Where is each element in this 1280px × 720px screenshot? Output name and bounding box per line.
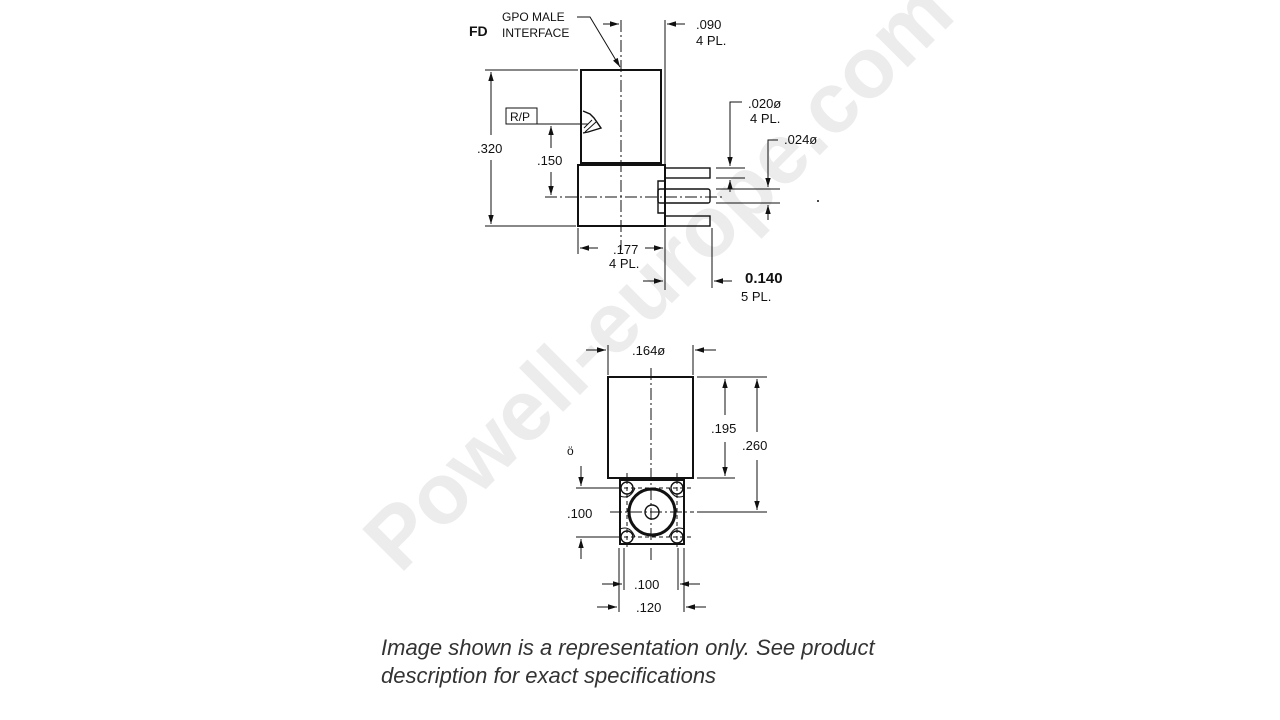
bottom-view: .164ø .195 .260 ö .100 .100 .120 [567, 343, 767, 615]
dim-pin-length: 0.140 [745, 270, 783, 287]
dim-pin-diameter: .020ø [748, 96, 781, 111]
disclaimer-caption: Image shown is a representation only. Se… [381, 634, 941, 690]
dim-top-width-qty: 4 PL. [696, 33, 726, 48]
dim-flange-width: .120 [636, 600, 661, 615]
dim-top-width: .090 [696, 17, 721, 32]
pin-top [664, 167, 711, 179]
watermark: Powell-europe.com [346, 0, 971, 588]
pin-bottom [664, 215, 711, 227]
caption-line-2: description for exact specifications [381, 663, 717, 688]
side-view: FD GPO MALE INTERFACE R/P .090 4 PL. [469, 10, 819, 304]
interface-leader [577, 16, 621, 68]
interface-label-line2: INTERFACE [502, 26, 569, 40]
reference-box [505, 107, 538, 125]
dim-pin-length-qty: 5 PL. [741, 289, 771, 304]
dim-pin-spacing-vertical: .100 [567, 506, 592, 521]
dim-overall-height-bottom: .260 [742, 438, 767, 453]
dim-pin-spacing-horizontal: .100 [634, 577, 659, 592]
part-code-label: FD [469, 23, 488, 39]
dim-body-width-qty: 4 PL. [609, 256, 639, 271]
dim-ref-height: .150 [537, 153, 562, 168]
reference-feature-icon [582, 110, 603, 134]
dim-cylinder-diameter: .164ø [632, 343, 665, 358]
pin-center [657, 188, 711, 204]
dim-partial-label: ö [567, 444, 574, 458]
reference-box-label: R/P [510, 110, 530, 124]
interface-label-line1: GPO MALE [502, 10, 565, 24]
dim-pin-diameter-qty: 4 PL. [750, 111, 780, 126]
dim-overall-height: .320 [477, 141, 502, 156]
dim-body-width: .177 [613, 242, 638, 257]
caption-line-1: Image shown is a representation only. Se… [381, 635, 875, 660]
dim-cylinder-height: .195 [711, 421, 736, 436]
dim-center-pin-diameter: .024ø [784, 132, 817, 147]
